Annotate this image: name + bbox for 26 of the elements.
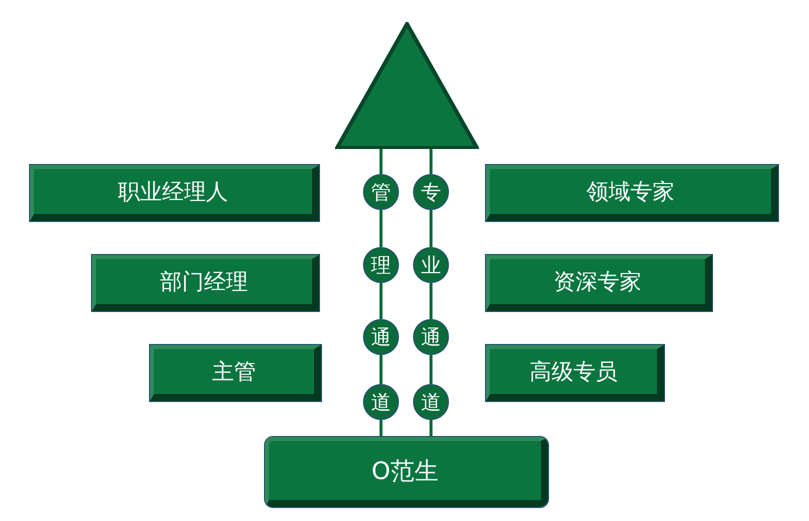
base-box: O范生	[265, 437, 548, 507]
channel-circle: 通	[363, 319, 399, 355]
connector-line	[430, 210, 432, 247]
level-box: 领域专家	[486, 165, 778, 221]
level-box: 主管	[150, 345, 321, 401]
connector-line	[380, 149, 382, 174]
triangle-shape	[335, 22, 479, 149]
connector-line	[380, 355, 382, 384]
channel-circle: 专	[413, 174, 449, 210]
connector-line	[430, 420, 432, 437]
channel-circle: 通	[413, 319, 449, 355]
connector-line	[380, 420, 382, 437]
connector-line	[430, 149, 432, 174]
level-box: 资深专家	[486, 255, 712, 311]
level-box: 部门经理	[92, 255, 319, 311]
channel-circle: 理	[363, 247, 399, 283]
channel-circle: 道	[413, 384, 449, 420]
connector-line	[430, 283, 432, 319]
level-box: 高级专员	[486, 345, 664, 401]
connector-line	[430, 355, 432, 384]
level-box: 职业经理人	[30, 165, 319, 221]
channel-circle: 道	[363, 384, 399, 420]
connector-line	[380, 210, 382, 247]
channel-circle: 业	[413, 247, 449, 283]
channel-circle: 管	[363, 174, 399, 210]
connector-line	[380, 283, 382, 319]
